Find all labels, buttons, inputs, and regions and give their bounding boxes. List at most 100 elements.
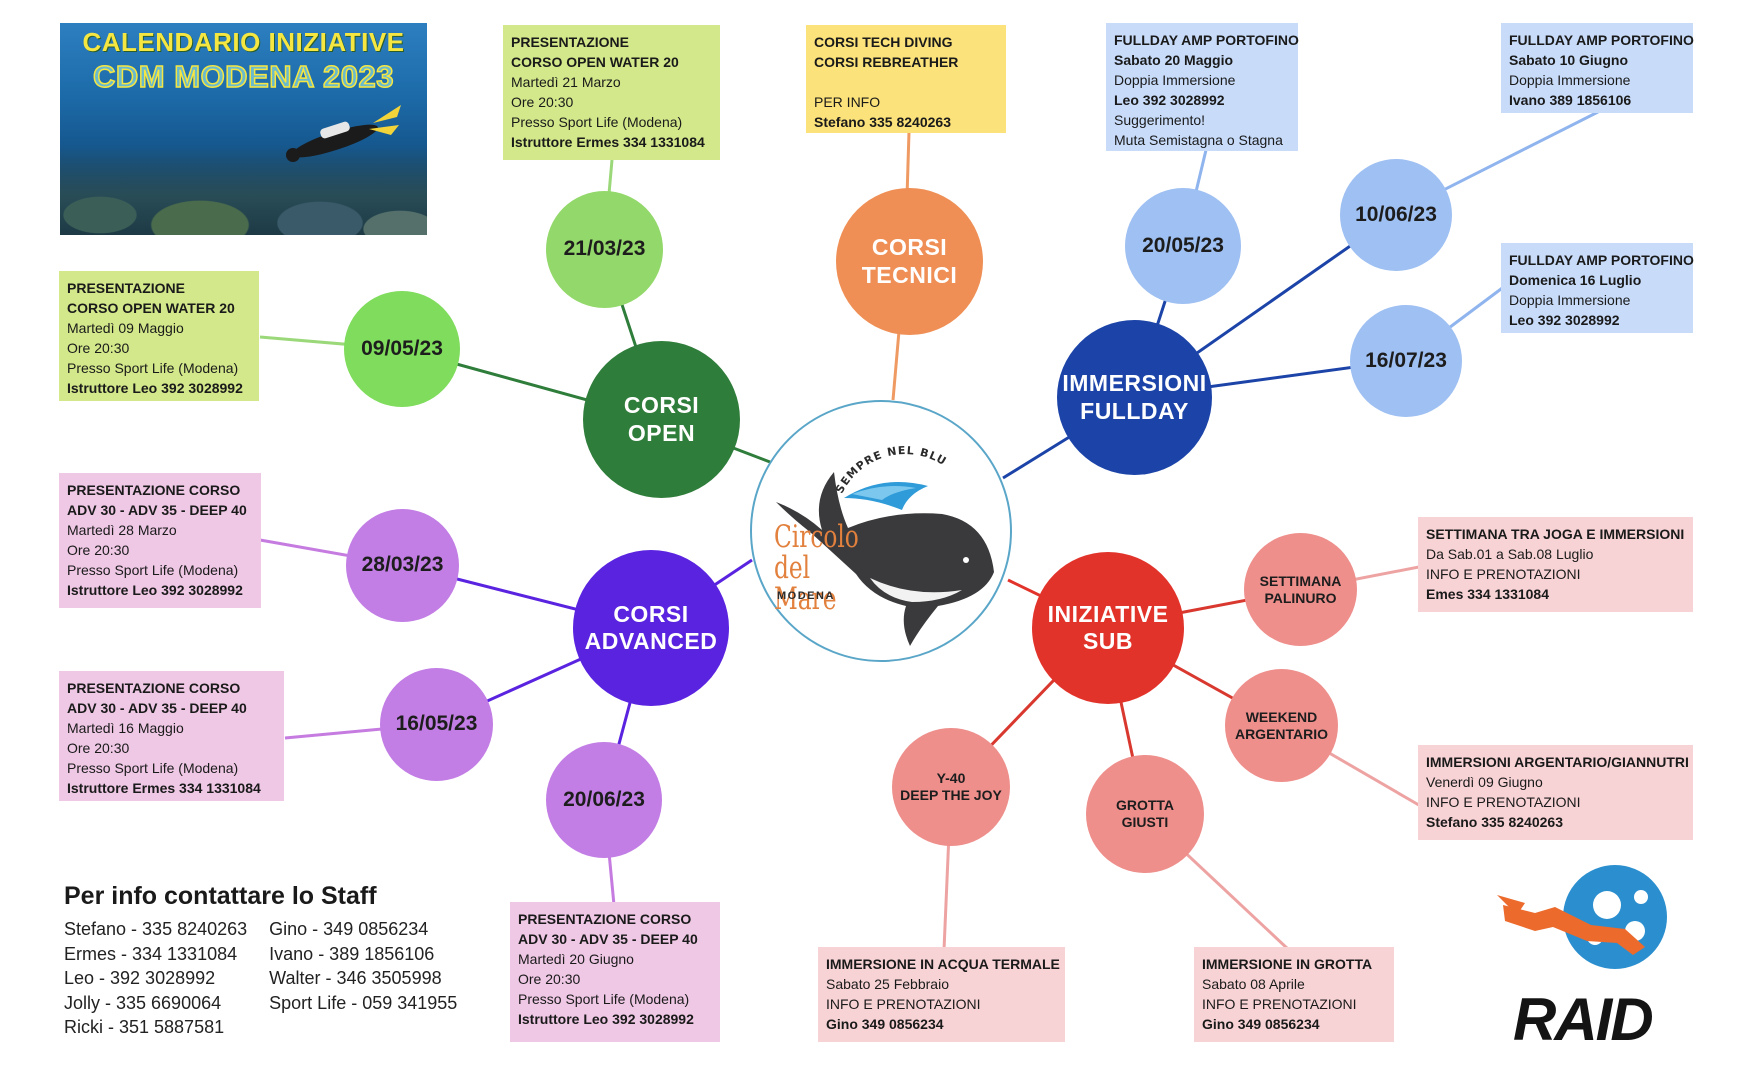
club-name: Circolo del Mare: [774, 519, 859, 617]
note-line: Martedì 21 Marzo: [511, 74, 621, 90]
hub-corsi-open[interactable]: CORSI OPEN: [583, 341, 740, 498]
note-line: Doppia Immersione: [1509, 292, 1631, 308]
note-line: SETTIMANA TRA JOGA E IMMERSIONI: [1426, 526, 1685, 542]
note-line: INFO E PRENOTAZIONI: [1202, 996, 1357, 1012]
note-line: Gino 349 0856234: [1202, 1016, 1320, 1032]
diver-icon: [286, 105, 401, 162]
event-settimana-palinuro[interactable]: SETTIMANA PALINURO: [1244, 533, 1357, 646]
date-label: 20/06/23: [563, 787, 645, 811]
note-line: CORSI TECH DIVING: [814, 34, 953, 50]
note-fullday-1006: FULLDAY AMP PORTOFINO Sabato 10 Giugno D…: [1501, 23, 1694, 113]
staff-contact: Ermes - 334 1331084: [64, 943, 238, 964]
note-advanced-1605: PRESENTAZIONE CORSO ADV 30 - ADV 35 - DE…: [59, 671, 284, 801]
staff-contact: Leo - 392 3028992: [64, 968, 216, 988]
note-line: IMMERSIONE IN GROTTA: [1202, 956, 1373, 972]
note-line: Sabato 08 Aprile: [1202, 976, 1305, 992]
note-line: PRESENTAZIONE CORSO: [518, 911, 692, 927]
note-line: Istruttore Leo 392 3028992: [67, 582, 243, 598]
date-circle-10-06[interactable]: 10/06/23: [1340, 159, 1452, 271]
date-circle-20-05[interactable]: 20/05/23: [1125, 188, 1241, 304]
note-line: Leo 392 3028992: [1114, 92, 1225, 108]
note-line: Presso Sport Life (Modena): [67, 562, 239, 578]
note-line: Istruttore Ermes 334 1331084: [511, 134, 705, 150]
date-circle-21-03[interactable]: 21/03/23: [546, 191, 663, 308]
note-line: FULLDAY AMP PORTOFINO: [1114, 32, 1299, 48]
date-label: 28/03/23: [361, 553, 444, 577]
hub-corsi-open-label: CORSI OPEN: [623, 392, 700, 446]
event-weekend-argentario[interactable]: WEEKEND ARGENTARIO: [1225, 669, 1338, 782]
date-label: 20/05/23: [1142, 233, 1224, 257]
note-line: Ore 20:30: [518, 971, 581, 987]
raid-wordmark: RAID: [1513, 986, 1654, 1053]
note-argentario: IMMERSIONI ARGENTARIO/GIANNUTRI Venerdì …: [1418, 745, 1693, 840]
note-line: Martedì 09 Maggio: [67, 320, 184, 336]
staff-contact: Gino - 349 0856234: [269, 919, 429, 939]
note-line: PRESENTAZIONE: [67, 280, 185, 296]
note-line: Sabato 25 Febbraio: [826, 976, 949, 992]
date-circle-16-05[interactable]: 16/05/23: [380, 668, 493, 781]
note-line: Suggerimento!: [1114, 112, 1206, 128]
date-circle-20-06[interactable]: 20/06/23: [546, 742, 662, 858]
note-line: Ore 20:30: [67, 740, 130, 756]
note-line: ADV 30 - ADV 35 - DEEP 40: [67, 502, 247, 518]
date-label: 09/05/23: [361, 336, 443, 360]
event-y40[interactable]: Y-40 DEEP THE JOY: [892, 728, 1010, 846]
note-line: Ore 20:30: [67, 340, 130, 356]
calendar-banner: CALENDARIO INIZIATIVE CDM MODENA 2023: [60, 23, 427, 235]
club-logo: SEMPRE NEL BLU Circolo del Mare MODENA: [750, 400, 1012, 662]
date-label: 21/03/23: [563, 237, 646, 261]
note-line: PRESENTAZIONE CORSO: [67, 680, 241, 696]
note-line: Da Sab.01 a Sab.08 Luglio: [1426, 546, 1594, 562]
event-label: SETTIMANA PALINURO: [1259, 572, 1342, 606]
note-line: Muta Semistagna o Stagna: [1114, 132, 1283, 148]
note-advanced-2803: PRESENTAZIONE CORSO ADV 30 - ADV 35 - DE…: [59, 473, 261, 608]
note-line: INFO E PRENOTAZIONI: [826, 996, 981, 1012]
staff-title: Per info contattare lo Staff: [64, 882, 377, 910]
hub-iniziative-sub[interactable]: INIZIATIVE SUB: [1032, 552, 1184, 704]
note-palinuro: SETTIMANA TRA JOGA E IMMERSIONI Da Sab.0…: [1418, 517, 1693, 612]
note-line: CORSO OPEN WATER 20: [67, 300, 235, 316]
note-line: Ore 20:30: [67, 542, 130, 558]
banner-title: CALENDARIO INIZIATIVE: [82, 27, 405, 57]
note-line: Presso Sport Life (Modena): [518, 991, 690, 1007]
date-label: 10/06/23: [1355, 202, 1437, 226]
hub-corsi-tecnici-label: CORSI TECNICI: [861, 234, 958, 288]
hub-corsi-advanced[interactable]: CORSI ADVANCED: [573, 550, 729, 706]
club-city: MODENA: [777, 590, 835, 602]
hub-immersioni-fullday[interactable]: IMMERSIONI FULLDAY: [1057, 320, 1212, 475]
note-line: INFO E PRENOTAZIONI: [1426, 566, 1581, 582]
note-advanced-2006: PRESENTAZIONE CORSO ADV 30 - ADV 35 - DE…: [510, 902, 720, 1042]
staff-contact: Sport Life - 059 341955: [269, 992, 458, 1013]
hub-corsi-tecnici[interactable]: CORSI TECNICI: [836, 188, 983, 335]
note-acqua-termale: IMMERSIONE IN ACQUA TERMALE Sabato 25 Fe…: [818, 947, 1065, 1042]
hub-corsi-advanced-label: CORSI ADVANCED: [584, 600, 718, 654]
note-line: PRESENTAZIONE: [511, 34, 629, 50]
event-grotta-giusti[interactable]: GROTTA GIUSTI: [1086, 755, 1204, 873]
note-line: CORSO OPEN WATER 20: [511, 54, 679, 70]
note-corsi-tech: CORSI TECH DIVING CORSI REBREATHER PER I…: [806, 25, 1006, 133]
note-line: Doppia Immersione: [1114, 72, 1236, 88]
raid-logo: RAID: [1495, 855, 1695, 1055]
hub-iniziative-sub-label: INIZIATIVE SUB: [1047, 600, 1169, 654]
whale-icon: SEMPRE NEL BLU: [776, 444, 994, 646]
date-label: 16/07/23: [1365, 348, 1447, 372]
staff-contact: Ivano - 389 1856106: [269, 943, 435, 964]
staff-column-1: Stefano - 335 8240263 Ermes - 334 133108…: [64, 917, 247, 1040]
note-line: Doppia Immersione: [1509, 72, 1631, 88]
note-line: ADV 30 - ADV 35 - DEEP 40: [518, 931, 698, 947]
date-circle-28-03[interactable]: 28/03/23: [346, 509, 459, 622]
hub-immersioni-fullday-label: IMMERSIONI FULLDAY: [1062, 370, 1207, 424]
note-line: PRESENTAZIONE CORSO: [67, 482, 241, 498]
note-line: Istruttore Ermes 334 1331084: [67, 780, 261, 796]
date-circle-16-07[interactable]: 16/07/23: [1350, 305, 1462, 417]
note-line: Gino 349 0856234: [826, 1016, 944, 1032]
note-line: Venerdì 09 Giugno: [1426, 774, 1543, 790]
note-line: IMMERSIONE IN ACQUA TERMALE: [826, 956, 1060, 972]
note-line: Martedì 16 Maggio: [67, 720, 184, 736]
note-line: CORSI REBREATHER: [814, 54, 959, 70]
staff-contact: Jolly - 335 6690064: [64, 992, 222, 1013]
note-line: Sabato 20 Maggio: [1114, 52, 1234, 68]
note-line: ADV 30 - ADV 35 - DEEP 40: [67, 700, 247, 716]
note-line: Sabato 10 Giugno: [1509, 52, 1629, 68]
date-circle-09-05[interactable]: 09/05/23: [344, 291, 460, 407]
